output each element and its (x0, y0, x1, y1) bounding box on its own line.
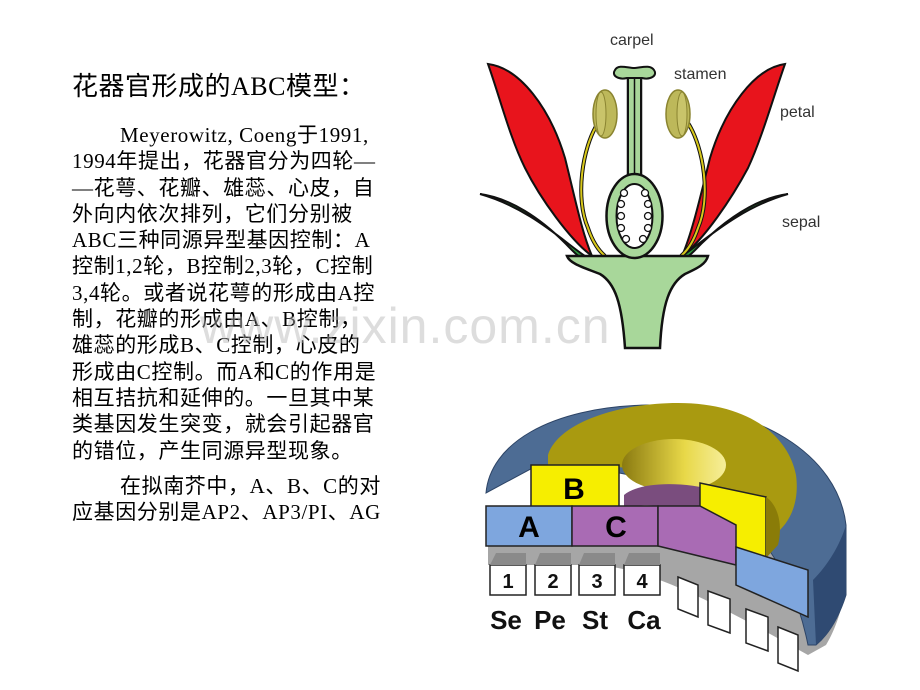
text-line: 3,4轮。或者说花萼的形成由A控 (72, 280, 376, 305)
whorl-name-st: St (582, 605, 608, 635)
whorl-number-3: 3 (591, 571, 602, 593)
receptacle (565, 254, 710, 350)
text-line: 的错位，产生同源异型现象。 (72, 438, 353, 463)
gene-label-b: B (563, 473, 585, 506)
whorl-box-shadows (490, 553, 660, 565)
abc-model-diagram: B A C 1 2 (478, 395, 858, 685)
label-carpel: carpel (610, 32, 654, 49)
c-block-side (657, 505, 737, 566)
text-line: 制，花瓣的形成由A、B控制， (72, 307, 362, 332)
whorl-name-ca: Ca (627, 605, 661, 635)
whorl-number-1: 1 (502, 571, 513, 593)
a-block (485, 505, 573, 547)
flower-structure-diagram: carpel stamen petal sepal (470, 28, 840, 358)
center-hole (622, 439, 726, 491)
flower-illustration (479, 62, 789, 350)
text-line: 雄蕊的形成B、C控制，心皮的 (72, 333, 361, 358)
text-line: Meyerowitz, Coeng于1991, (120, 123, 369, 147)
text-line: 形成由C控制。而A和C的作用是 (72, 359, 377, 384)
text-line: 在拟南芥中，A、B、C的对 (120, 473, 381, 498)
whorl-name-se: Se (490, 605, 522, 635)
gene-label-a: A (518, 511, 540, 544)
text-line: —花萼、花瓣、雄蕊、心皮，自 (72, 175, 375, 200)
ovules (616, 188, 653, 244)
text-line: 类基因发生突变，就会引起器官 (72, 412, 375, 437)
slide-title: 花器官形成的ABC模型： (72, 72, 366, 101)
label-sepal: sepal (782, 214, 821, 231)
text-line: 1994年提出，花器官分为四轮— (72, 149, 376, 174)
whorl-name-pe: Pe (534, 605, 566, 635)
text-line: 控制1,2轮，B控制2,3轮，C控制 (72, 254, 374, 279)
whorl-boxes (489, 564, 799, 673)
text-line: ABC三种同源异型基因控制：A (72, 228, 371, 253)
left-petal (486, 62, 595, 259)
whorl-number-4: 4 (636, 571, 648, 593)
abc-model-illustration: B A C 1 2 (485, 403, 847, 673)
label-petal: petal (780, 104, 815, 121)
gene-label-c: C (605, 511, 627, 544)
whorl-number-2: 2 (547, 571, 558, 593)
a-block-side (735, 545, 809, 619)
paragraph-gap (72, 464, 440, 473)
text-line: 相互拮抗和延伸的。一旦其中某 (72, 385, 375, 410)
text-line: 应基因分别是AP2、AP3/PI、AG (72, 500, 381, 525)
carpel-style (626, 78, 643, 178)
label-stamen: stamen (674, 66, 727, 83)
carpel-stigma (613, 65, 656, 80)
body-text: Meyerowitz, Coeng于1991, 1994年提出，花器官分为四轮—… (72, 122, 440, 525)
text-line: 外向内依次排列，它们分别被 (72, 201, 353, 226)
